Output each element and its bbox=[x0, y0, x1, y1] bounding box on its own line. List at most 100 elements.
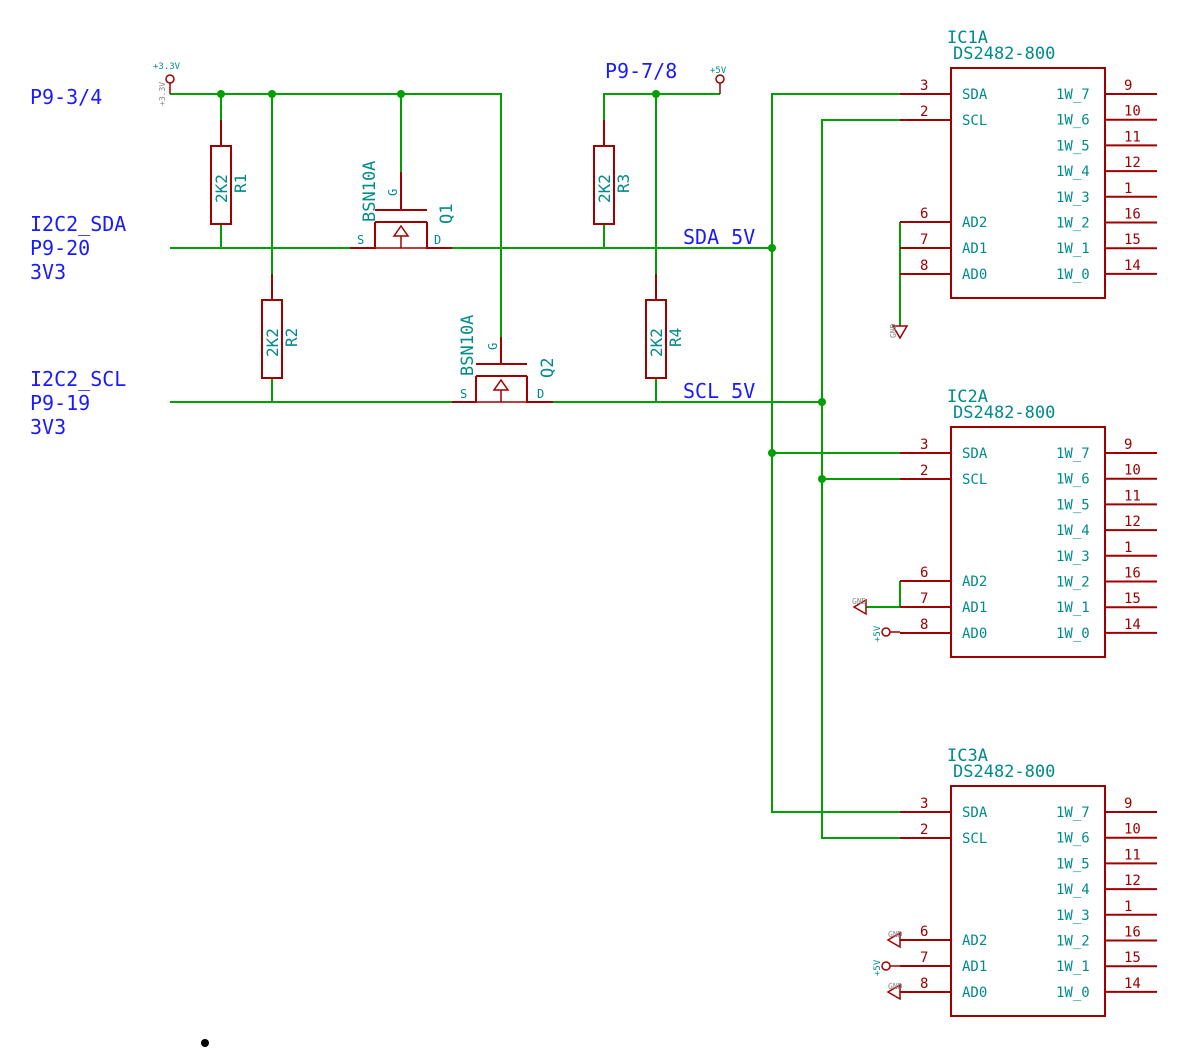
ic-pin-name: 1W_4 bbox=[1056, 164, 1090, 180]
ic-pin-number: 2 bbox=[920, 463, 928, 479]
ic-pin-name: AD1 bbox=[962, 600, 987, 616]
resistor-r1: 2K2 R1 bbox=[210, 120, 250, 225]
resistor-r2: 2K2 R2 bbox=[261, 274, 301, 379]
resistor-ref: R1 bbox=[231, 174, 250, 193]
ic-pin-name: 1W_6 bbox=[1056, 113, 1090, 129]
ic-pin-number: 9 bbox=[1124, 78, 1132, 94]
power-label-5v: +5V bbox=[710, 66, 727, 76]
ic-ref: IC2A bbox=[947, 387, 988, 407]
ic-pin-name: AD1 bbox=[962, 959, 987, 975]
ic-pin-number: 8 bbox=[920, 258, 928, 274]
ic-pin-name: AD0 bbox=[962, 267, 987, 283]
junction-dot bbox=[818, 398, 826, 406]
ic-pin-name: SCL bbox=[962, 113, 987, 129]
power-3v3-symbol: +3.3V +3.3V bbox=[153, 62, 181, 106]
ic-pin-name: 1W_2 bbox=[1056, 575, 1090, 591]
ic-pin-number: 7 bbox=[920, 591, 928, 607]
ic-pin-number: 12 bbox=[1124, 514, 1141, 530]
resistor-value: 2K2 bbox=[212, 174, 231, 203]
ic-body bbox=[950, 426, 1106, 658]
power-label-5v: +5V bbox=[873, 625, 883, 642]
ic-pin-number: 14 bbox=[1124, 617, 1141, 633]
gnd-label: GND bbox=[852, 597, 867, 606]
net-label-i2c2-scl-level: 3V3 bbox=[30, 415, 66, 439]
ic-pin-number: 6 bbox=[920, 206, 928, 222]
ic-pin-name: 1W_2 bbox=[1056, 934, 1090, 950]
ic-pin-name: AD1 bbox=[962, 241, 987, 257]
ic-pin-number: 16 bbox=[1124, 207, 1141, 223]
ic-pin-name: 1W_4 bbox=[1056, 523, 1090, 539]
ic-pin-name: AD0 bbox=[962, 985, 987, 1001]
ic-layer: IC1ADS2482-8003SDA2SCL6AD27AD18AD091W_71… bbox=[900, 28, 1157, 1017]
ic-pin-number: 2 bbox=[920, 104, 928, 120]
mosfet-pin-d: D bbox=[537, 387, 544, 401]
ic-pin-number: 14 bbox=[1124, 976, 1141, 992]
mosfet-ref: Q1 bbox=[437, 204, 457, 224]
ic-value: DS2482-800 bbox=[953, 762, 1055, 782]
mosfet-ref: Q2 bbox=[538, 358, 558, 378]
ic-pin-number: 8 bbox=[920, 617, 928, 633]
net-label-i2c2-scl: I2C2_SCL bbox=[30, 367, 126, 391]
ic-pin-number: 7 bbox=[920, 232, 928, 248]
ic-pin-name: 1W_3 bbox=[1056, 908, 1090, 924]
mosfet-pin-g: G bbox=[386, 189, 400, 196]
ic-pin-number: 14 bbox=[1124, 258, 1141, 274]
mosfet-pin-d: D bbox=[434, 233, 441, 247]
junctions bbox=[217, 90, 826, 483]
mosfet-pin-g: G bbox=[486, 343, 500, 350]
gnd-label: GND bbox=[889, 323, 898, 338]
ic-pin-number: 6 bbox=[920, 924, 928, 940]
net-label-i2c2-sda-level: 3V3 bbox=[30, 260, 66, 284]
ic-ref: IC1A bbox=[947, 28, 988, 48]
junction-dot bbox=[397, 90, 405, 98]
ic-pin-name: 1W_7 bbox=[1056, 446, 1090, 462]
wire-ic2-ad2-ad1 bbox=[866, 581, 901, 608]
junction-dot bbox=[268, 90, 276, 98]
ic-pin-name: SDA bbox=[962, 446, 988, 462]
ic-pin-name: 1W_0 bbox=[1056, 985, 1090, 1001]
ic-pin-name: 1W_0 bbox=[1056, 626, 1090, 642]
ic-pin-number: 12 bbox=[1124, 873, 1141, 889]
ic-pin-name: 1W_4 bbox=[1056, 882, 1090, 898]
junction-dot bbox=[652, 90, 660, 98]
ic-pin-number: 1 bbox=[1124, 181, 1132, 197]
ic-pin-number: 12 bbox=[1124, 155, 1141, 171]
mosfet-value: BSN10A bbox=[360, 161, 380, 222]
power-5v-symbol-ic2: +5V bbox=[873, 625, 900, 642]
resistor-ref: R2 bbox=[282, 328, 301, 347]
ic-pin-number: 11 bbox=[1124, 129, 1141, 145]
ic-pin-name: SDA bbox=[962, 805, 988, 821]
stray-dot bbox=[201, 1039, 209, 1047]
ic-ref: IC3A bbox=[947, 746, 988, 766]
ic-pin-number: 2 bbox=[920, 822, 928, 838]
ic-pin-name: 1W_5 bbox=[1056, 856, 1090, 872]
ic-pin-number: 1 bbox=[1124, 899, 1132, 915]
net-label-i2c2-scl-pin: P9-19 bbox=[30, 391, 90, 415]
ic-pin-name: AD2 bbox=[962, 574, 987, 590]
ic-pin-name: 1W_0 bbox=[1056, 267, 1090, 283]
net-labels: P9-3/4 P9-7/8 I2C2_SDA P9-20 3V3 I2C2_SC… bbox=[30, 59, 755, 439]
ic-pin-name: 1W_2 bbox=[1056, 216, 1090, 232]
junction-dot bbox=[818, 475, 826, 483]
ic-pin-name: 1W_3 bbox=[1056, 190, 1090, 206]
ic-pin-number: 3 bbox=[920, 437, 928, 453]
junction-dot bbox=[217, 90, 225, 98]
power-label-5v: +5V bbox=[873, 959, 883, 976]
resistor-value: 2K2 bbox=[647, 328, 666, 357]
ic-pin-number: 9 bbox=[1124, 796, 1132, 812]
ic-pin-number: 6 bbox=[920, 565, 928, 581]
net-label-p9-3-4: P9-3/4 bbox=[30, 85, 102, 109]
resistor-value: 2K2 bbox=[263, 328, 282, 357]
ic-pin-name: AD0 bbox=[962, 626, 987, 642]
wire-3v3-rail bbox=[170, 93, 502, 337]
ic-pin-number: 3 bbox=[920, 78, 928, 94]
gnd-label: GND bbox=[888, 930, 903, 939]
ic-pin-number: 7 bbox=[920, 950, 928, 966]
resistor-ref: R4 bbox=[666, 328, 685, 347]
gnd-symbol-ic2: GND bbox=[852, 597, 867, 616]
ic-pin-name: 1W_5 bbox=[1056, 497, 1090, 513]
ic-value: DS2482-800 bbox=[953, 44, 1055, 64]
ic-pin-number: 1 bbox=[1124, 540, 1132, 556]
ic-pin-number: 16 bbox=[1124, 566, 1141, 582]
